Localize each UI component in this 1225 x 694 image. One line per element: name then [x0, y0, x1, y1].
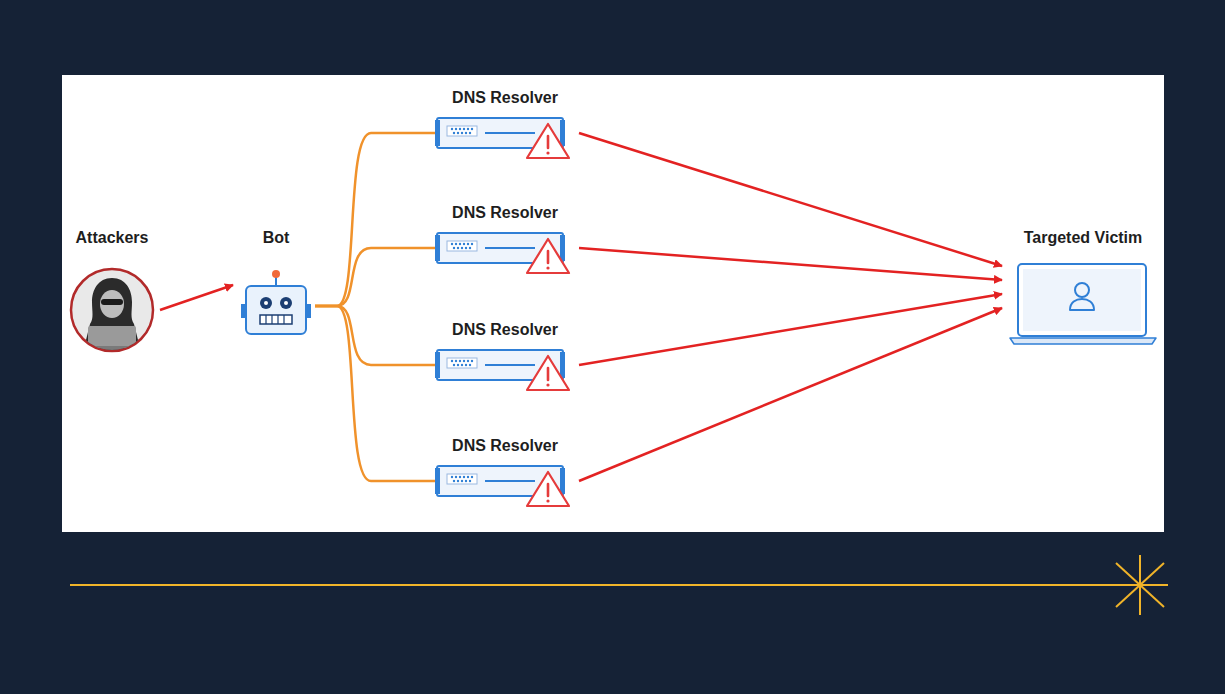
dns-server-icon — [435, 462, 575, 508]
laptop-icon — [1008, 262, 1158, 348]
star-mark — [1112, 555, 1168, 615]
branch-line — [315, 133, 435, 306]
attack-arrow — [579, 308, 1002, 481]
branch-line — [315, 306, 435, 365]
dns-server-icon — [435, 229, 575, 275]
dns-resolver-node: DNS Resolver — [435, 203, 575, 275]
attacker-node: Attackers — [68, 228, 156, 354]
dns-server-icon — [435, 114, 575, 160]
attack-arrow — [579, 133, 1002, 266]
dns-resolver-node: DNS Resolver — [435, 88, 575, 160]
node-label: DNS Resolver — [452, 320, 558, 340]
attack-arrow — [160, 285, 233, 310]
branch-line — [315, 306, 435, 481]
node-label: Bot — [263, 228, 290, 248]
bot-node: Bot — [239, 228, 313, 338]
hacker-icon — [68, 266, 156, 354]
node-label: Attackers — [76, 228, 149, 248]
dns-resolver-node: DNS Resolver — [435, 436, 575, 508]
dns-server-icon — [435, 346, 575, 392]
node-label: Targeted Victim — [1024, 228, 1143, 248]
node-label: DNS Resolver — [452, 203, 558, 223]
dns-resolver-node: DNS Resolver — [435, 320, 575, 392]
attack-arrow — [579, 248, 1002, 280]
node-label: DNS Resolver — [452, 88, 558, 108]
node-label: DNS Resolver — [452, 436, 558, 456]
victim-node: Targeted Victim — [1008, 228, 1158, 348]
attack-arrow — [579, 294, 1002, 365]
branch-line — [315, 248, 435, 306]
divider-line — [70, 584, 1112, 586]
bot-icon — [239, 268, 313, 338]
